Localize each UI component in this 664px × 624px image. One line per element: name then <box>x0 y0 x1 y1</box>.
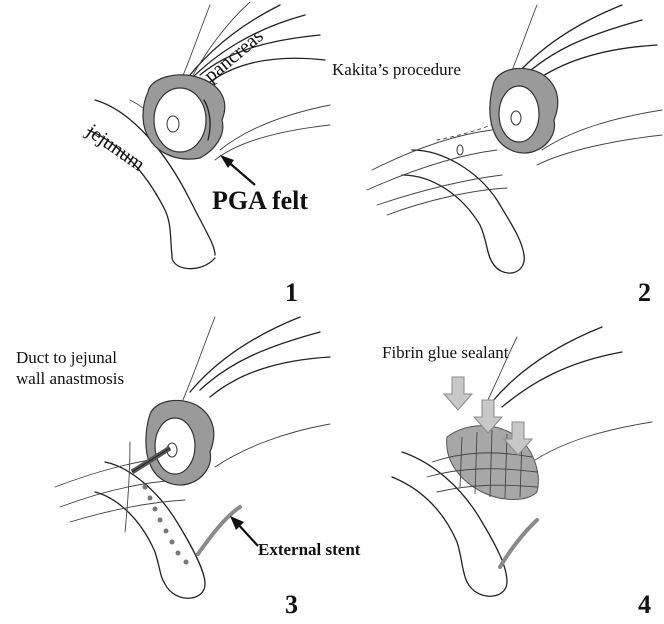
external-stent-drawing <box>500 520 537 567</box>
panel-3-number: 3 <box>285 590 298 620</box>
panel-2-drawing <box>332 0 664 312</box>
stent-dots-drawing <box>143 485 189 565</box>
stent-pointer-arrow <box>230 516 258 546</box>
external-stent-drawing <box>198 507 240 554</box>
felt-pointer-arrow <box>220 155 255 185</box>
pga-felt-drawing <box>490 68 558 153</box>
pga-felt-drawing <box>143 75 225 159</box>
panel-4-number: 4 <box>638 590 651 620</box>
pga-felt-drawing <box>146 400 214 485</box>
panel-2-number: 2 <box>638 278 651 308</box>
pga-felt-label: PGA felt <box>212 186 308 216</box>
panel-1-drawing <box>0 0 332 312</box>
kakita-procedure-label: Kakita’s procedure <box>332 60 461 80</box>
panel-2: Kakita’s procedure 2 <box>332 0 664 312</box>
panel-1-number: 1 <box>285 278 298 308</box>
panel-4: Fibrin glue sealant 4 <box>332 312 664 624</box>
fibrin-glue-label: Fibrin glue sealant <box>382 343 509 363</box>
panel-3: Duct to jejunal wall anastmosis External… <box>0 312 332 624</box>
panel-1: pancreas jejunum PGA felt 1 <box>0 0 332 312</box>
sutures-drawing <box>367 120 507 215</box>
anastomosis-label: Duct to jejunal wall anastmosis <box>16 347 124 389</box>
